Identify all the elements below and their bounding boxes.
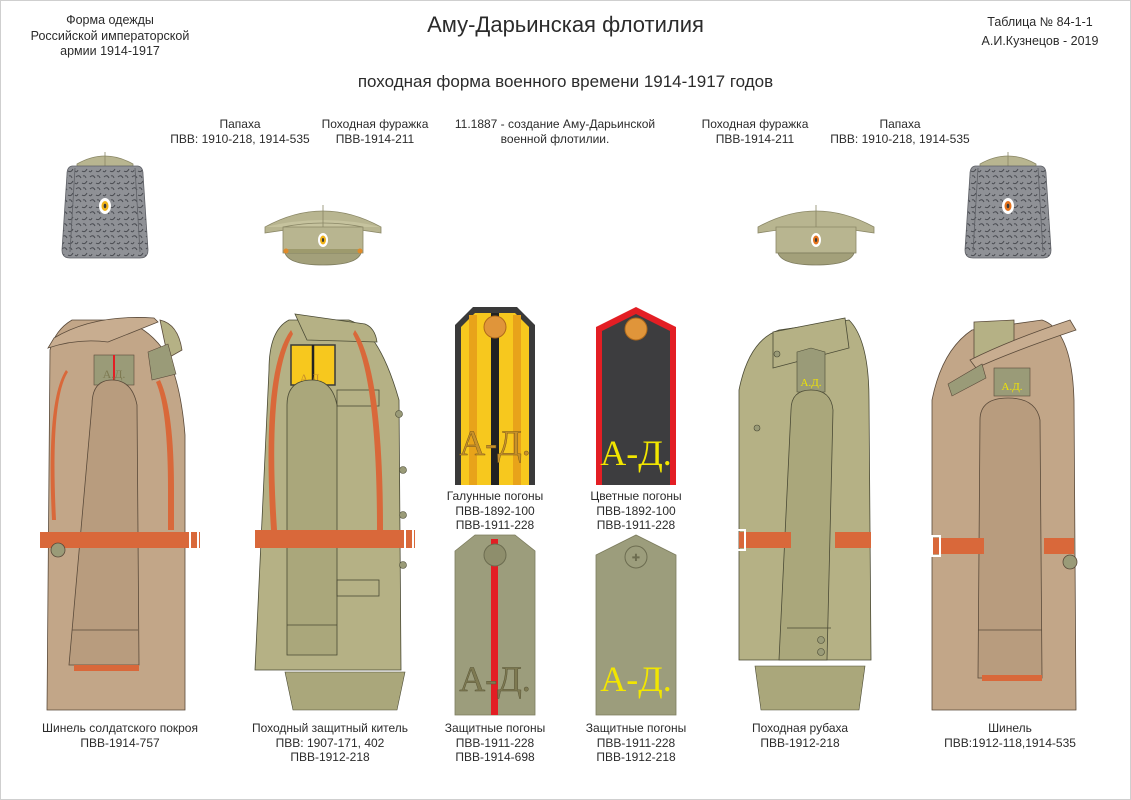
caption-galloon-boards: Галунные погоны ПВВ-1892-100 ПВВ-1911-22…	[420, 489, 570, 533]
shoulder-board-protective-yellow: ✚ А-Д.	[595, 534, 677, 716]
table-number: Таблица № 84-1-1	[987, 15, 1093, 29]
caption-line: военной флотилии.	[500, 131, 610, 146]
caption-line: 11.1887 - создание Аму-Дарьинской	[454, 117, 656, 131]
caption-cap-right: Походная фуражка ПВВ-1914-211	[680, 117, 830, 146]
caption-shirt: Походная рубаха ПВВ-1912-218	[720, 721, 880, 750]
caption-line: ПВВ-1912-218	[596, 750, 676, 764]
field-shirt-illustration: А.Д.	[736, 317, 872, 711]
caption-line: ПВВ-1914-211	[335, 131, 415, 146]
caption-line: Защитные погоны	[585, 721, 687, 735]
papakha-right-illustration	[964, 152, 1052, 259]
caption-line: ПВВ-1911-228	[596, 518, 676, 532]
header-left-line: армии 1914-1917	[60, 44, 160, 58]
caption-line: ПВВ: 1910-218, 1914-535	[830, 131, 970, 146]
greatcoat-left-illustration: А.Д.	[40, 317, 200, 711]
caption-protective-boards-1: Защитные погоны ПВВ-1911-228 ПВВ-1914-69…	[420, 721, 570, 765]
caption-papakha-right: Папаха ПВВ: 1910-218, 1914-535	[800, 117, 1000, 146]
caption-line: ПВВ-1892-100	[455, 503, 535, 518]
caption-cap-left: Походная фуражка ПВВ-1914-211	[300, 117, 450, 146]
greatcoat-right-illustration: А.Д.	[931, 319, 1078, 711]
caption-line: Папаха	[219, 117, 261, 131]
caption-line: ПВВ:1912-118,1914-535	[944, 735, 1076, 750]
caption-line: Цветные погоны	[590, 489, 682, 503]
collar-badge-text: А.Д.	[103, 367, 126, 381]
caption-line: ПВВ-1912-218	[290, 750, 370, 764]
shoulder-board-galloon: А-Д.	[455, 307, 535, 485]
caption-colored-boards: Цветные погоны ПВВ-1892-100 ПВВ-1911-228	[561, 489, 711, 533]
caption-line: ПВВ-1914-757	[80, 735, 160, 750]
caption-line: ПВВ-1911-228	[596, 735, 676, 750]
header-left-block: Форма одежды Российской императорской ар…	[20, 13, 200, 60]
caption-greatcoat-right: Шинель ПВВ:1912-118,1914-535	[910, 721, 1110, 750]
monogram-text: А-Д.	[459, 423, 531, 463]
field-cap-right-illustration	[757, 205, 875, 266]
header-right-block: Таблица № 84-1-1 А.И.Кузнецов - 2019	[955, 13, 1125, 51]
tunic-illustration: А.Д.	[254, 313, 415, 711]
caption-line: ПВВ-1912-218	[760, 735, 840, 750]
caption-line: Походная фуражка	[701, 117, 809, 131]
author-credit: А.И.Кузнецов - 2019	[981, 34, 1099, 48]
shoulder-badge-text: А.Д.	[801, 377, 822, 389]
header-left-line: Форма одежды	[66, 13, 154, 27]
caption-line: ПВВ: 1910-218, 1914-535	[170, 131, 310, 146]
caption-line: Шинель	[988, 721, 1032, 735]
monogram-text: А-Д.	[600, 659, 672, 699]
caption-protective-boards-2: Защитные погоны ПВВ-1911-228 ПВВ-1912-21…	[561, 721, 711, 765]
caption-line: ПВВ: 1907-171, 402	[275, 735, 385, 750]
shoulder-board-colored: А-Д.	[596, 307, 676, 485]
caption-line: ПВВ-1914-211	[715, 131, 795, 146]
caption-line: Галунные погоны	[446, 489, 544, 503]
shoulder-board-protective-red: А-Д.	[454, 534, 536, 716]
shoulder-badge-text: А.Д.	[1002, 381, 1023, 393]
caption-line: Походная рубаха	[751, 721, 849, 735]
caption-line: ПВВ-1911-228	[455, 518, 535, 532]
caption-line: ПВВ-1892-100	[596, 503, 676, 518]
caption-line: ПВВ-1911-228	[455, 735, 535, 750]
caption-greatcoat-left: Шинель солдатского покроя ПВВ-1914-757	[20, 721, 220, 750]
caption-line: Походный защитный китель	[251, 721, 409, 735]
header-left-line: Российской императорской	[30, 28, 190, 43]
papakha-left-illustration	[61, 152, 149, 259]
monogram-text: А-Д.	[459, 659, 531, 699]
caption-papakha-left: Папаха ПВВ: 1910-218, 1914-535	[140, 117, 340, 146]
field-cap-left-illustration	[264, 205, 382, 266]
caption-line: Папаха	[879, 117, 921, 131]
page-title: Аму-Дарьинская флотилия	[427, 12, 704, 37]
caption-tunic: Походный защитный китель ПВВ: 1907-171, …	[230, 721, 430, 765]
caption-line: Походная фуражка	[321, 117, 429, 131]
button-cross-icon: ✚	[632, 553, 640, 564]
monogram-text: А-Д.	[600, 433, 672, 473]
caption-history-note: 11.1887 - создание Аму-Дарьинской военно…	[445, 117, 665, 146]
caption-line: Шинель солдатского покроя	[42, 721, 198, 735]
page-subtitle: походная форма военного времени 1914-191…	[357, 72, 774, 91]
caption-line: ПВВ-1914-698	[455, 750, 535, 764]
caption-line: Защитные погоны	[444, 721, 546, 735]
